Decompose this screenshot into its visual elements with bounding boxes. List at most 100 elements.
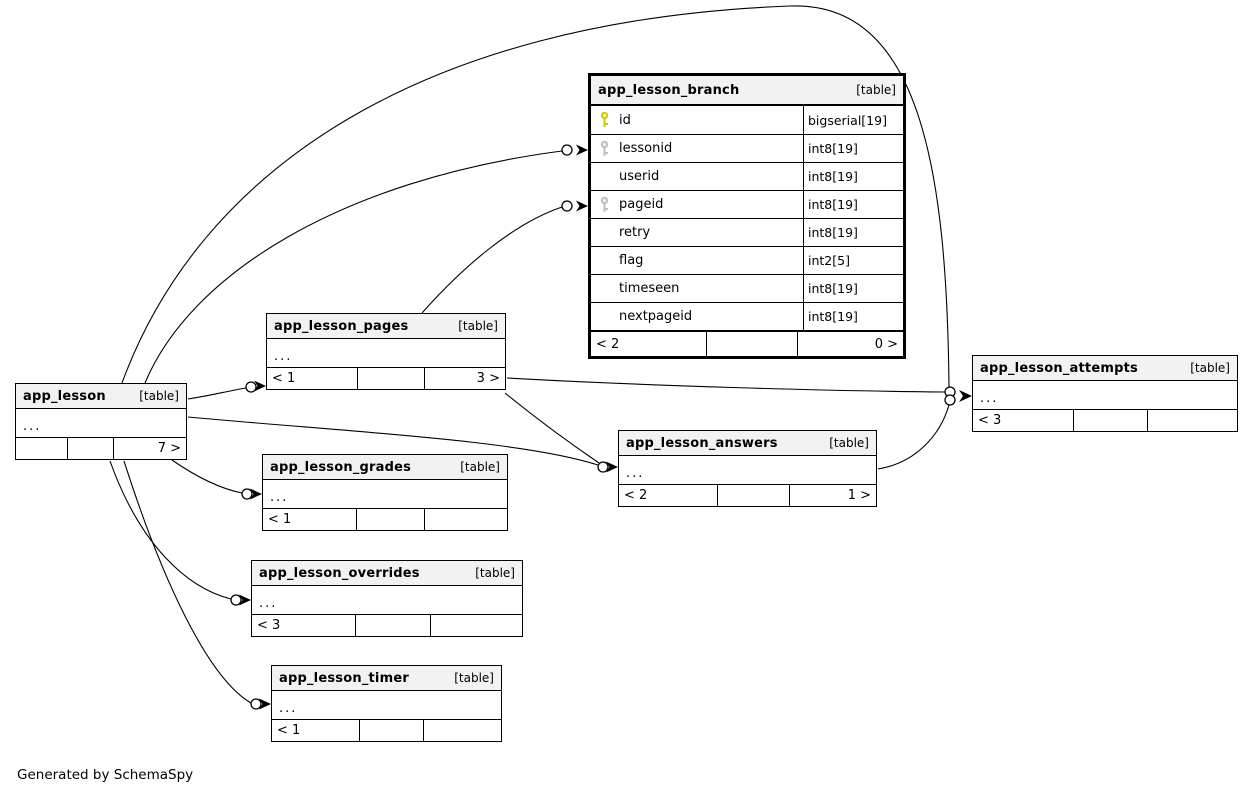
column-row-timeseen: timeseen int8[19] — [591, 274, 903, 302]
connector-overrides — [230, 594, 251, 606]
connector-branch-lessonid — [561, 144, 588, 156]
relationship-line-lesson-timer — [123, 460, 252, 704]
footer-children-count: < 1 — [277, 723, 301, 738]
table-app-lesson-answers[interactable]: app_lesson_answers [table] ... < 2 1 > — [618, 430, 877, 507]
footer-parents-count: 3 > — [424, 368, 505, 389]
column-type: bigserial[19] — [803, 106, 903, 134]
footer-middle — [716, 485, 789, 506]
table-header: app_lesson_grades [table] — [263, 455, 507, 480]
table-tag: [table] — [139, 389, 179, 403]
column-name: id — [619, 112, 631, 128]
column-row-nextpageid: nextpageid int8[19] — [591, 302, 903, 330]
table-app-lesson-grades[interactable]: app_lesson_grades [table] ... < 1 — [262, 454, 508, 531]
table-header: app_lesson_timer [table] — [272, 666, 501, 691]
column-name: timeseen — [619, 281, 680, 296]
column-type: int8[19] — [803, 219, 903, 246]
column-type: int8[19] — [803, 135, 903, 162]
footer-children-count: < 2 — [624, 488, 648, 503]
footer-children-count — [16, 438, 67, 459]
table-title: app_lesson_branch — [598, 82, 740, 98]
table-footer: < 2 0 > — [591, 330, 903, 356]
footer-middle — [706, 332, 796, 356]
relationship-line-pages-attempts — [506, 377, 946, 393]
table-title: app_lesson — [23, 388, 106, 404]
table-app-lesson-pages[interactable]: app_lesson_pages [table] ... < 1 3 > — [266, 313, 506, 390]
footer-children-count: < 1 — [268, 512, 292, 527]
connector-branch-pageid — [561, 200, 588, 212]
foreign-key-icon — [600, 196, 609, 212]
footer-middle — [354, 615, 431, 636]
relationship-line-lesson-branch — [144, 150, 563, 384]
connector-answers — [597, 461, 618, 473]
table-header: app_lesson_overrides [table] — [252, 561, 522, 586]
column-name: retry — [619, 225, 651, 240]
collapsed-columns: ... — [259, 596, 278, 611]
table-title: app_lesson_timer — [279, 670, 409, 686]
column-name: pageid — [619, 197, 664, 212]
column-type: int2[5] — [803, 247, 903, 274]
relationship-line-pages-answers — [504, 392, 600, 464]
table-footer: < 3 — [252, 614, 522, 636]
table-footer: < 3 — [973, 409, 1237, 431]
column-name: userid — [619, 169, 660, 184]
collapsed-columns: ... — [270, 490, 289, 505]
column-row-id: id bigserial[19] — [591, 106, 903, 134]
footer-children-count: < 3 — [978, 413, 1002, 428]
footer-children-count: < 3 — [257, 618, 281, 633]
column-row-userid: userid int8[19] — [591, 162, 903, 190]
footer-parents-count — [1147, 410, 1237, 431]
column-type: int8[19] — [803, 163, 903, 190]
table-app-lesson-branch[interactable]: app_lesson_branch [table] id bigserial[1… — [588, 73, 906, 359]
column-type: int8[19] — [803, 275, 903, 302]
footer-parents-count: 1 > — [788, 485, 876, 506]
table-footer: < 1 3 > — [267, 367, 505, 389]
table-app-lesson-attempts[interactable]: app_lesson_attempts [table] ... < 3 — [972, 355, 1238, 432]
collapsed-columns: ... — [23, 419, 42, 434]
table-tag: [table] — [475, 566, 515, 580]
collapsed-columns: ... — [279, 701, 298, 716]
table-header: app_lesson_attempts [table] — [973, 356, 1237, 381]
table-app-lesson-timer[interactable]: app_lesson_timer [table] ... < 1 — [271, 665, 502, 742]
relationship-line-lesson-grades — [171, 459, 243, 494]
footer-middle — [67, 438, 113, 459]
connector-grades — [241, 488, 262, 500]
table-tag: [table] — [460, 460, 500, 474]
table-footer: < 2 1 > — [619, 484, 876, 506]
column-name: flag — [619, 253, 644, 268]
table-header: app_lesson_pages [table] — [267, 314, 505, 339]
footer-parents-count: 0 > — [796, 332, 903, 356]
footer-parents-count — [430, 615, 522, 636]
connector-timer — [250, 698, 271, 710]
footer-middle — [1073, 410, 1147, 431]
collapsed-columns: ... — [626, 466, 645, 481]
table-title: app_lesson_pages — [274, 318, 409, 334]
table-footer: < 1 — [272, 719, 501, 741]
footer-middle — [355, 509, 424, 530]
footer-parents-count: 7 > — [112, 438, 186, 459]
footer-parents-count — [423, 720, 501, 741]
table-title: app_lesson_grades — [270, 459, 412, 475]
table-tag: [table] — [458, 319, 498, 333]
connector-attempts — [944, 386, 972, 406]
table-header: app_lesson_answers [table] — [619, 431, 876, 456]
relationship-line-answers-attempts — [877, 404, 950, 470]
relationship-line-pages-branch — [421, 206, 563, 314]
primary-key-icon — [600, 111, 609, 127]
footer-middle — [359, 720, 423, 741]
table-title: app_lesson_attempts — [980, 360, 1138, 376]
table-title: app_lesson_answers — [626, 435, 778, 451]
table-app-lesson-overrides[interactable]: app_lesson_overrides [table] ... < 3 — [251, 560, 523, 637]
table-tag: [table] — [1190, 361, 1230, 375]
collapsed-columns: ... — [274, 349, 293, 364]
table-footer: 7 > — [16, 437, 186, 459]
collapsed-columns: ... — [980, 391, 999, 406]
column-type: int8[19] — [803, 191, 903, 218]
foreign-key-icon — [600, 140, 609, 156]
generator-credit: Generated by SchemaSpy — [17, 767, 194, 783]
column-type: int8[19] — [803, 303, 903, 330]
table-app-lesson[interactable]: app_lesson [table] ... 7 > — [15, 383, 187, 460]
footer-children-count: < 2 — [596, 336, 620, 352]
relationship-line-lesson-overrides — [109, 460, 232, 600]
relationship-line-lesson-attempts — [121, 5, 950, 389]
